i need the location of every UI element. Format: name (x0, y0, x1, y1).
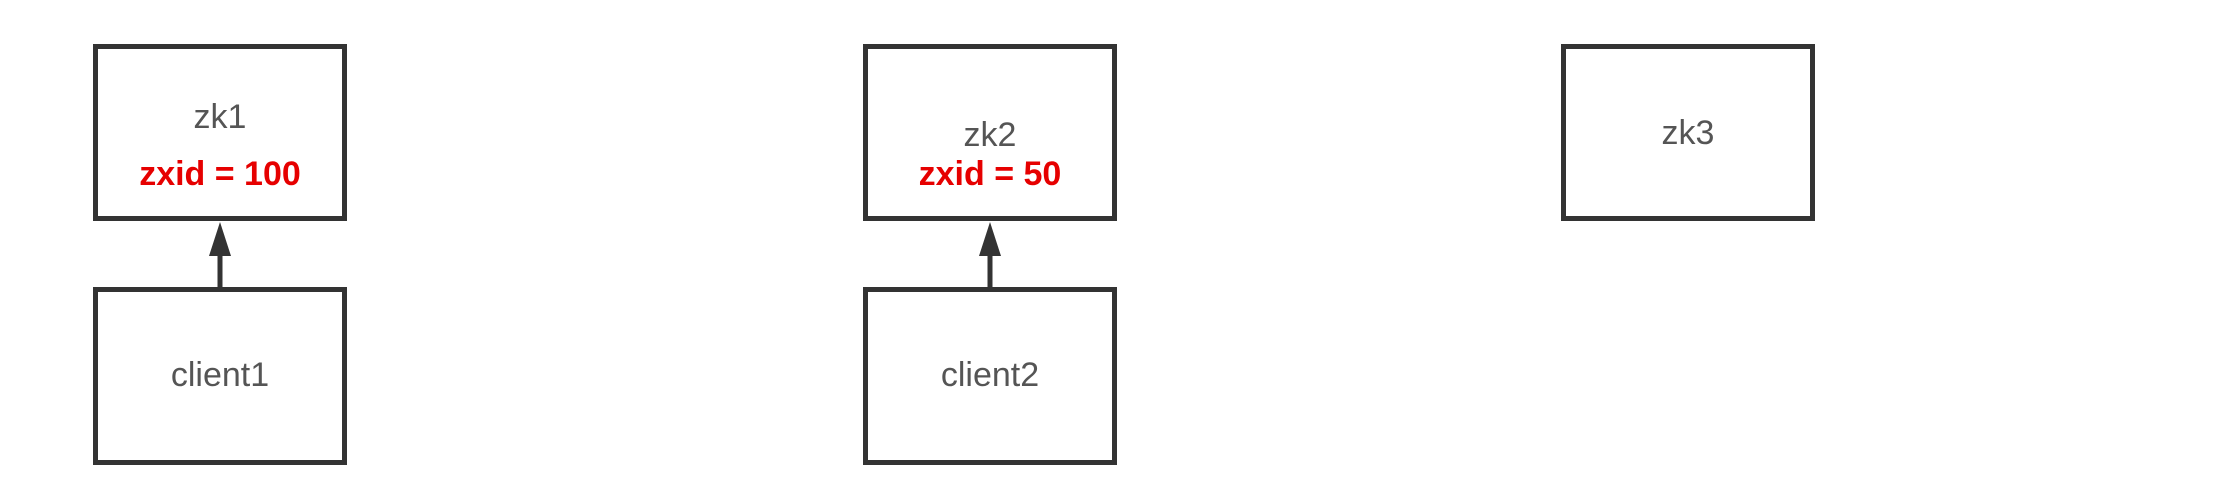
arrow-client2-to-zk2 (979, 222, 1001, 287)
node-label: zk2 (963, 116, 1017, 154)
node-zk2: zk2 zxid = 50 (863, 44, 1117, 221)
node-label: client2 (940, 356, 1040, 394)
node-label: client1 (170, 356, 270, 394)
zxid-label: zxid = 50 (918, 155, 1062, 193)
node-zk3: zk3 (1561, 44, 1815, 221)
node-label: zk3 (1661, 114, 1715, 152)
zxid-label: zxid = 100 (139, 155, 301, 193)
node-client2: client2 (863, 287, 1117, 465)
arrow-head (979, 222, 1001, 256)
node-label: zk1 (193, 98, 247, 136)
node-zk1: zk1 zxid = 100 (93, 44, 347, 221)
arrow-head (209, 222, 231, 256)
arrow-client1-to-zk1 (209, 222, 231, 287)
node-client1: client1 (93, 287, 347, 465)
